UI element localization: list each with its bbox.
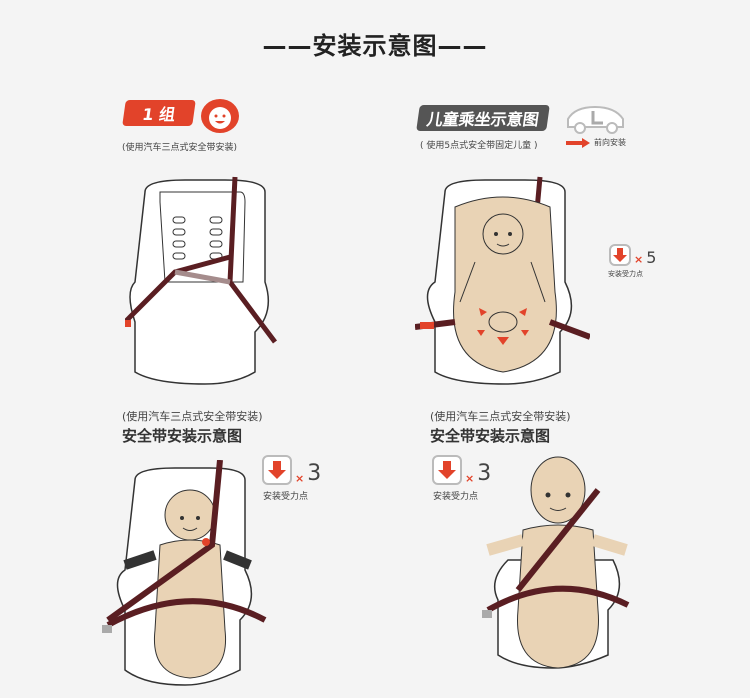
child-booster-belt-illustration (482, 456, 630, 669)
forward-arrow-icon (566, 138, 590, 148)
times-sign: × (295, 472, 305, 485)
right-bottom-heading: 安全带安装示意图 (430, 427, 551, 445)
force-count: 3 (307, 461, 322, 486)
left-top-subtitle: (使用汽车三点式安全带安装) (122, 143, 238, 153)
force-points-indicator-5: × 5 (609, 244, 656, 266)
force-count: 3 (477, 461, 492, 486)
right-top-subtitle: ( 使用5点式安全带固定儿童 ) (420, 141, 538, 151)
times-sign: × (465, 472, 475, 485)
down-arrow-icon (609, 244, 631, 266)
right-bottom-subtitle: (使用汽车三点式安全带安装) (430, 410, 571, 423)
baby-face-icon (201, 99, 239, 133)
force-label: 安装受力点 (608, 270, 643, 278)
seat-five-point-illustration (415, 176, 590, 385)
force-points-indicator-3-right: × 3 (432, 455, 491, 485)
left-bottom-heading: 安全带安装示意图 (122, 427, 243, 445)
times-sign: × (634, 253, 644, 266)
group-badge: 1 组 (122, 100, 196, 126)
force-label: 安装受力点 (263, 492, 309, 502)
force-points-indicator-3-left: × 3 (262, 455, 321, 485)
down-arrow-icon (262, 455, 292, 485)
seat-three-point-illustration (125, 176, 277, 385)
page-title: ——安装示意图—— (262, 32, 488, 60)
left-bottom-subtitle: (使用汽车三点式安全带安装) (122, 410, 263, 423)
child-seating-badge: 儿童乘坐示意图 (416, 105, 550, 131)
down-arrow-icon (432, 455, 462, 485)
forward-install-legend: 前向安装 (594, 138, 626, 147)
child-in-seat-belt-illustration (102, 460, 267, 686)
car-seat-icon (567, 105, 624, 134)
force-label: 安装受力点 (433, 492, 479, 502)
force-count: 5 (646, 248, 657, 267)
